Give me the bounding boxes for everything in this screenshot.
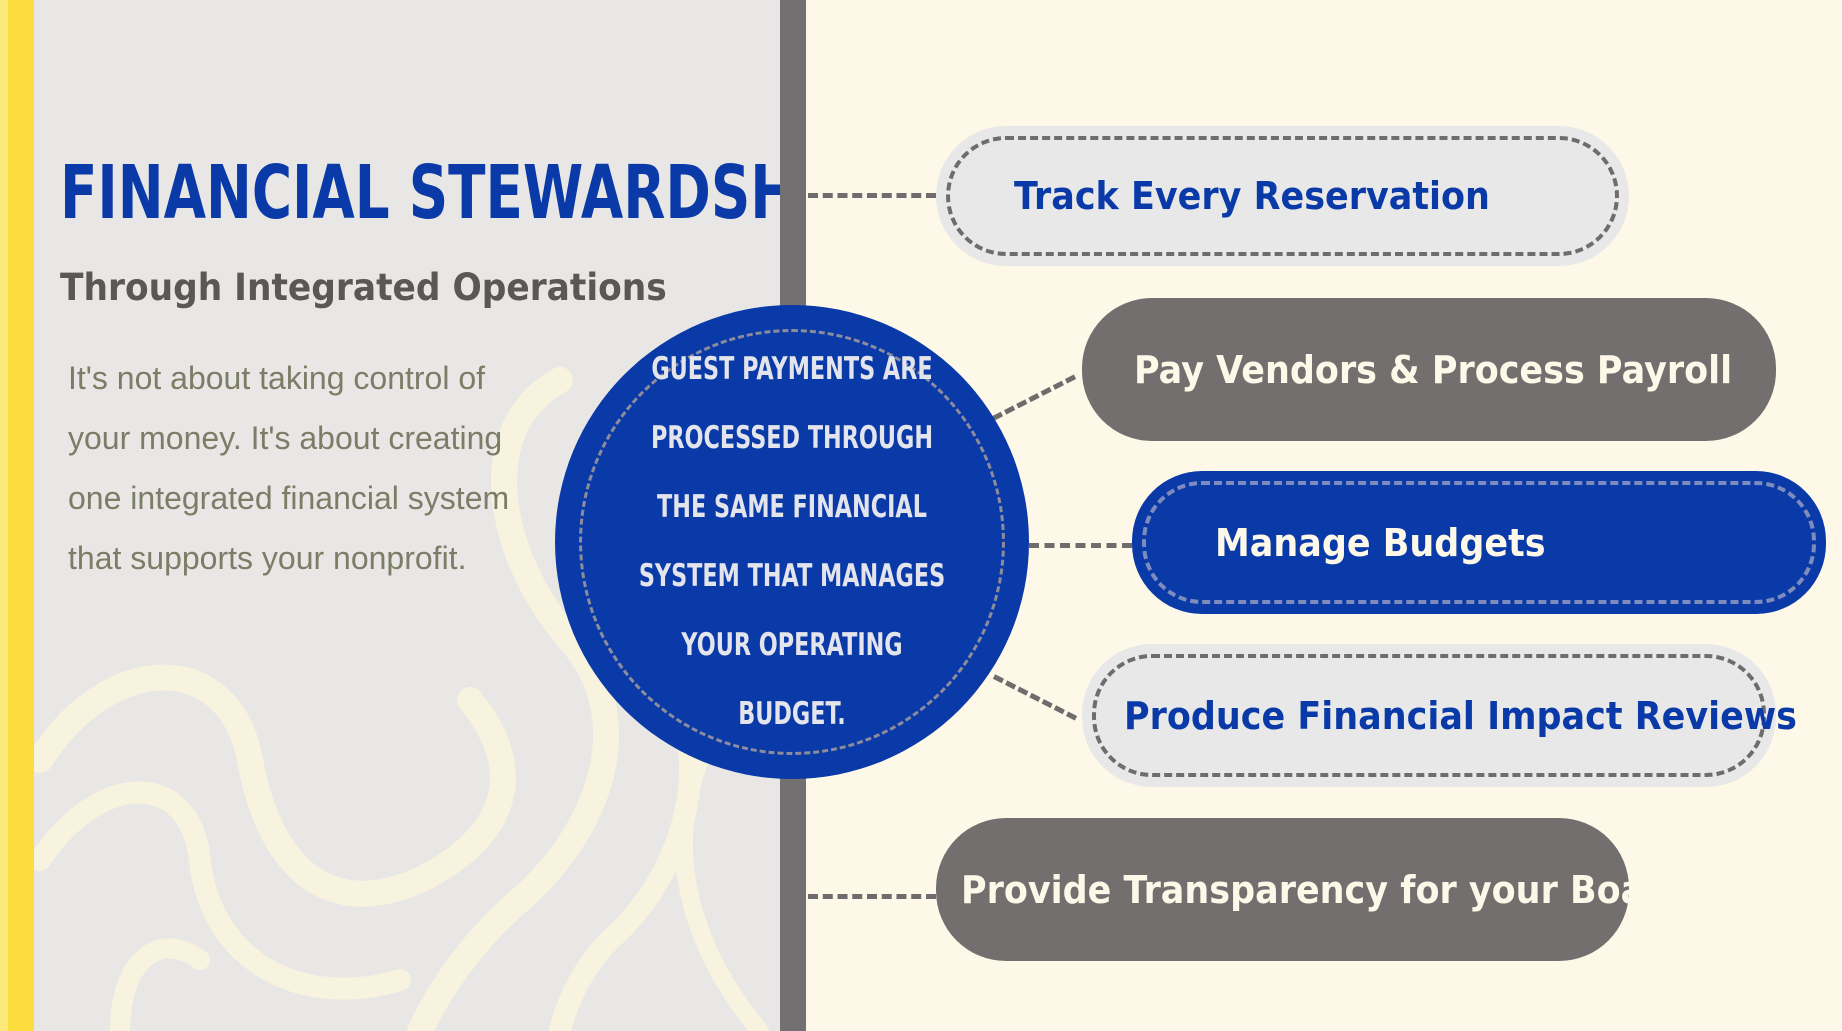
intro-text: It's not about taking control of your mo… bbox=[68, 360, 510, 576]
item-label: Provide Transparency for your Board bbox=[961, 867, 1687, 912]
item-pay-vendors: Pay Vendors & Process Payroll bbox=[1082, 298, 1776, 441]
pill-dashed-border bbox=[1092, 654, 1766, 777]
circle-dashed-ring bbox=[579, 329, 1005, 755]
center-circle: Guest payments are processed through the… bbox=[555, 305, 1029, 779]
item-label: Track Every Reservation bbox=[1014, 174, 1490, 218]
center-text: Guest payments are processed through the… bbox=[638, 351, 946, 732]
item-board-transparency: Provide Transparency for your Board bbox=[936, 818, 1687, 961]
item-label: Produce Financial Impact Reviews bbox=[1124, 693, 1797, 738]
connector-line bbox=[1029, 543, 1132, 548]
item-manage-budgets: Manage Budgets bbox=[1132, 471, 1826, 614]
item-track-reservation: Track Every Reservation bbox=[936, 126, 1629, 266]
accent-bar bbox=[0, 0, 34, 1031]
connector-line bbox=[808, 193, 936, 198]
page-subtitle: Through Integrated Operations bbox=[60, 266, 667, 309]
connector-line bbox=[808, 894, 936, 899]
item-financial-impact: Produce Financial Impact Reviews bbox=[1082, 644, 1797, 787]
item-label: Pay Vendors & Process Payroll bbox=[1134, 347, 1733, 392]
pill-dashed-border bbox=[1142, 481, 1816, 604]
item-label: Manage Budgets bbox=[1215, 520, 1546, 565]
pill-dashed-border bbox=[946, 136, 1619, 256]
page-title: FINANCIAL STEWARDSHIP bbox=[60, 150, 780, 236]
